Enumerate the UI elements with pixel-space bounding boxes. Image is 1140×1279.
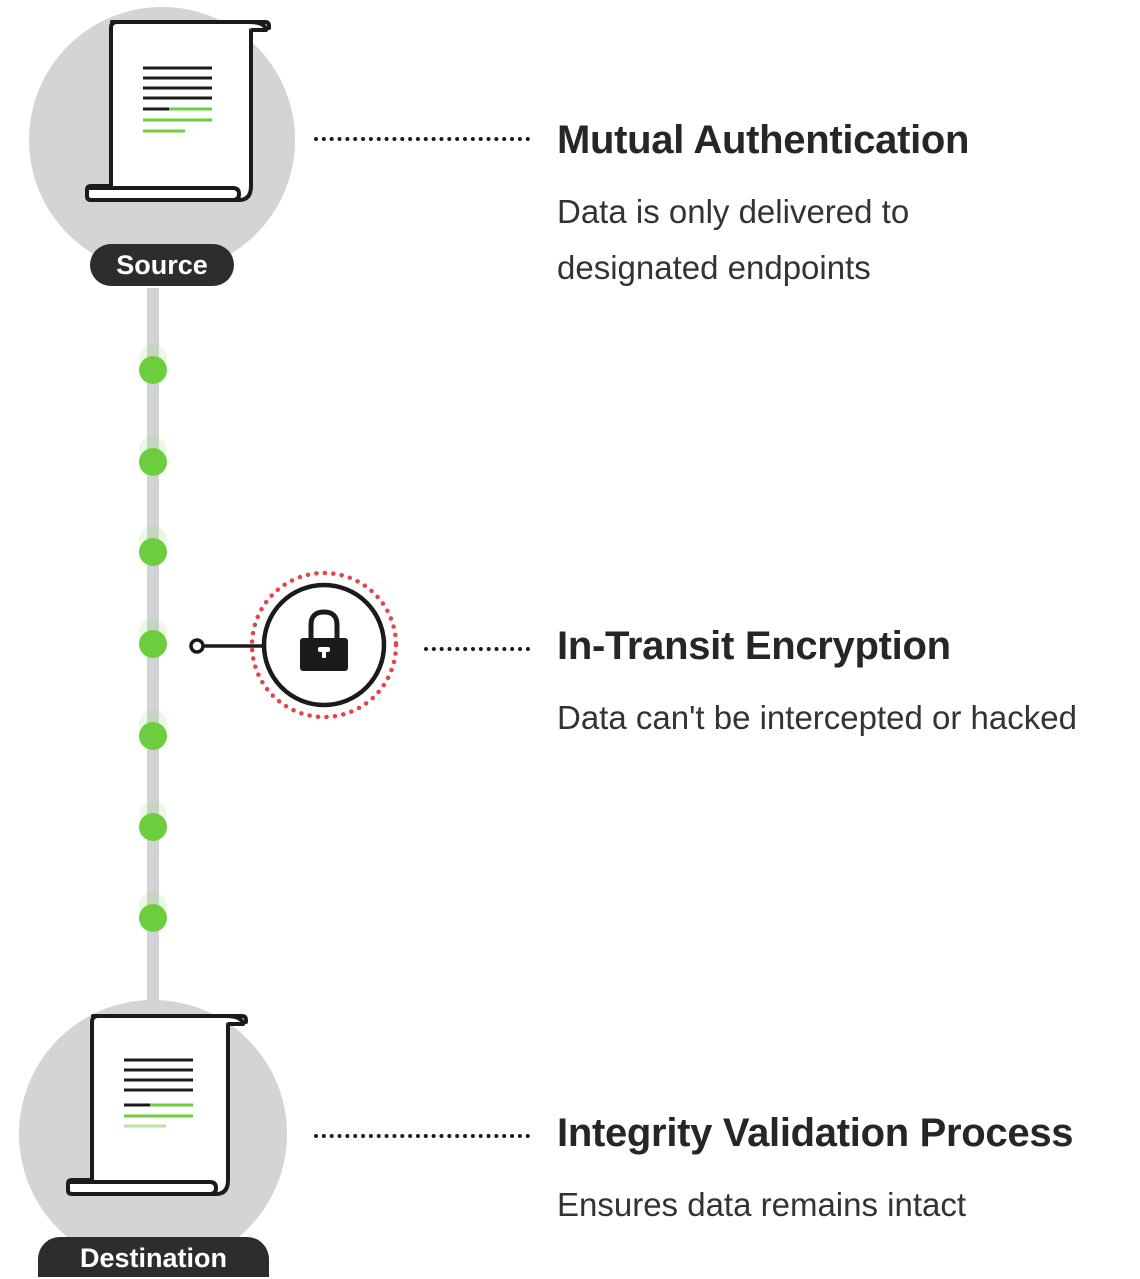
data-packet (137, 706, 169, 750)
document-icon (85, 20, 271, 202)
feature-description-in-transit-encryption: Data can't be intercepted or hacked (557, 690, 1077, 746)
data-packet (137, 614, 169, 658)
feature-title-integrity-validation: Integrity Validation Process (557, 1111, 1074, 1155)
description-line: Ensures data remains intact (557, 1186, 967, 1223)
data-packet (137, 797, 169, 841)
description-line: Data can't be intercepted or hacked (557, 699, 1077, 736)
destination-label: Destination (38, 1237, 269, 1277)
leader-line (314, 1134, 530, 1138)
description-line: designated endpoints (557, 249, 871, 286)
document-icon (66, 1014, 248, 1196)
feature-title-mutual-authentication: Mutual Authentication (557, 118, 970, 162)
feature-description-integrity-validation: Ensures data remains intact (557, 1177, 966, 1233)
data-packet (137, 340, 169, 384)
leader-line (424, 647, 530, 651)
data-packet (137, 432, 169, 476)
feature-title-in-transit-encryption: In-Transit Encryption (557, 624, 951, 668)
padlock-icon (189, 570, 399, 720)
data-packet (137, 888, 169, 932)
feature-description-mutual-authentication: Data is only delivered to designated end… (557, 184, 909, 296)
data-packet (137, 522, 169, 566)
leader-line (314, 137, 530, 141)
description-line: Data is only delivered to (557, 193, 910, 230)
source-label: Source (90, 244, 234, 286)
